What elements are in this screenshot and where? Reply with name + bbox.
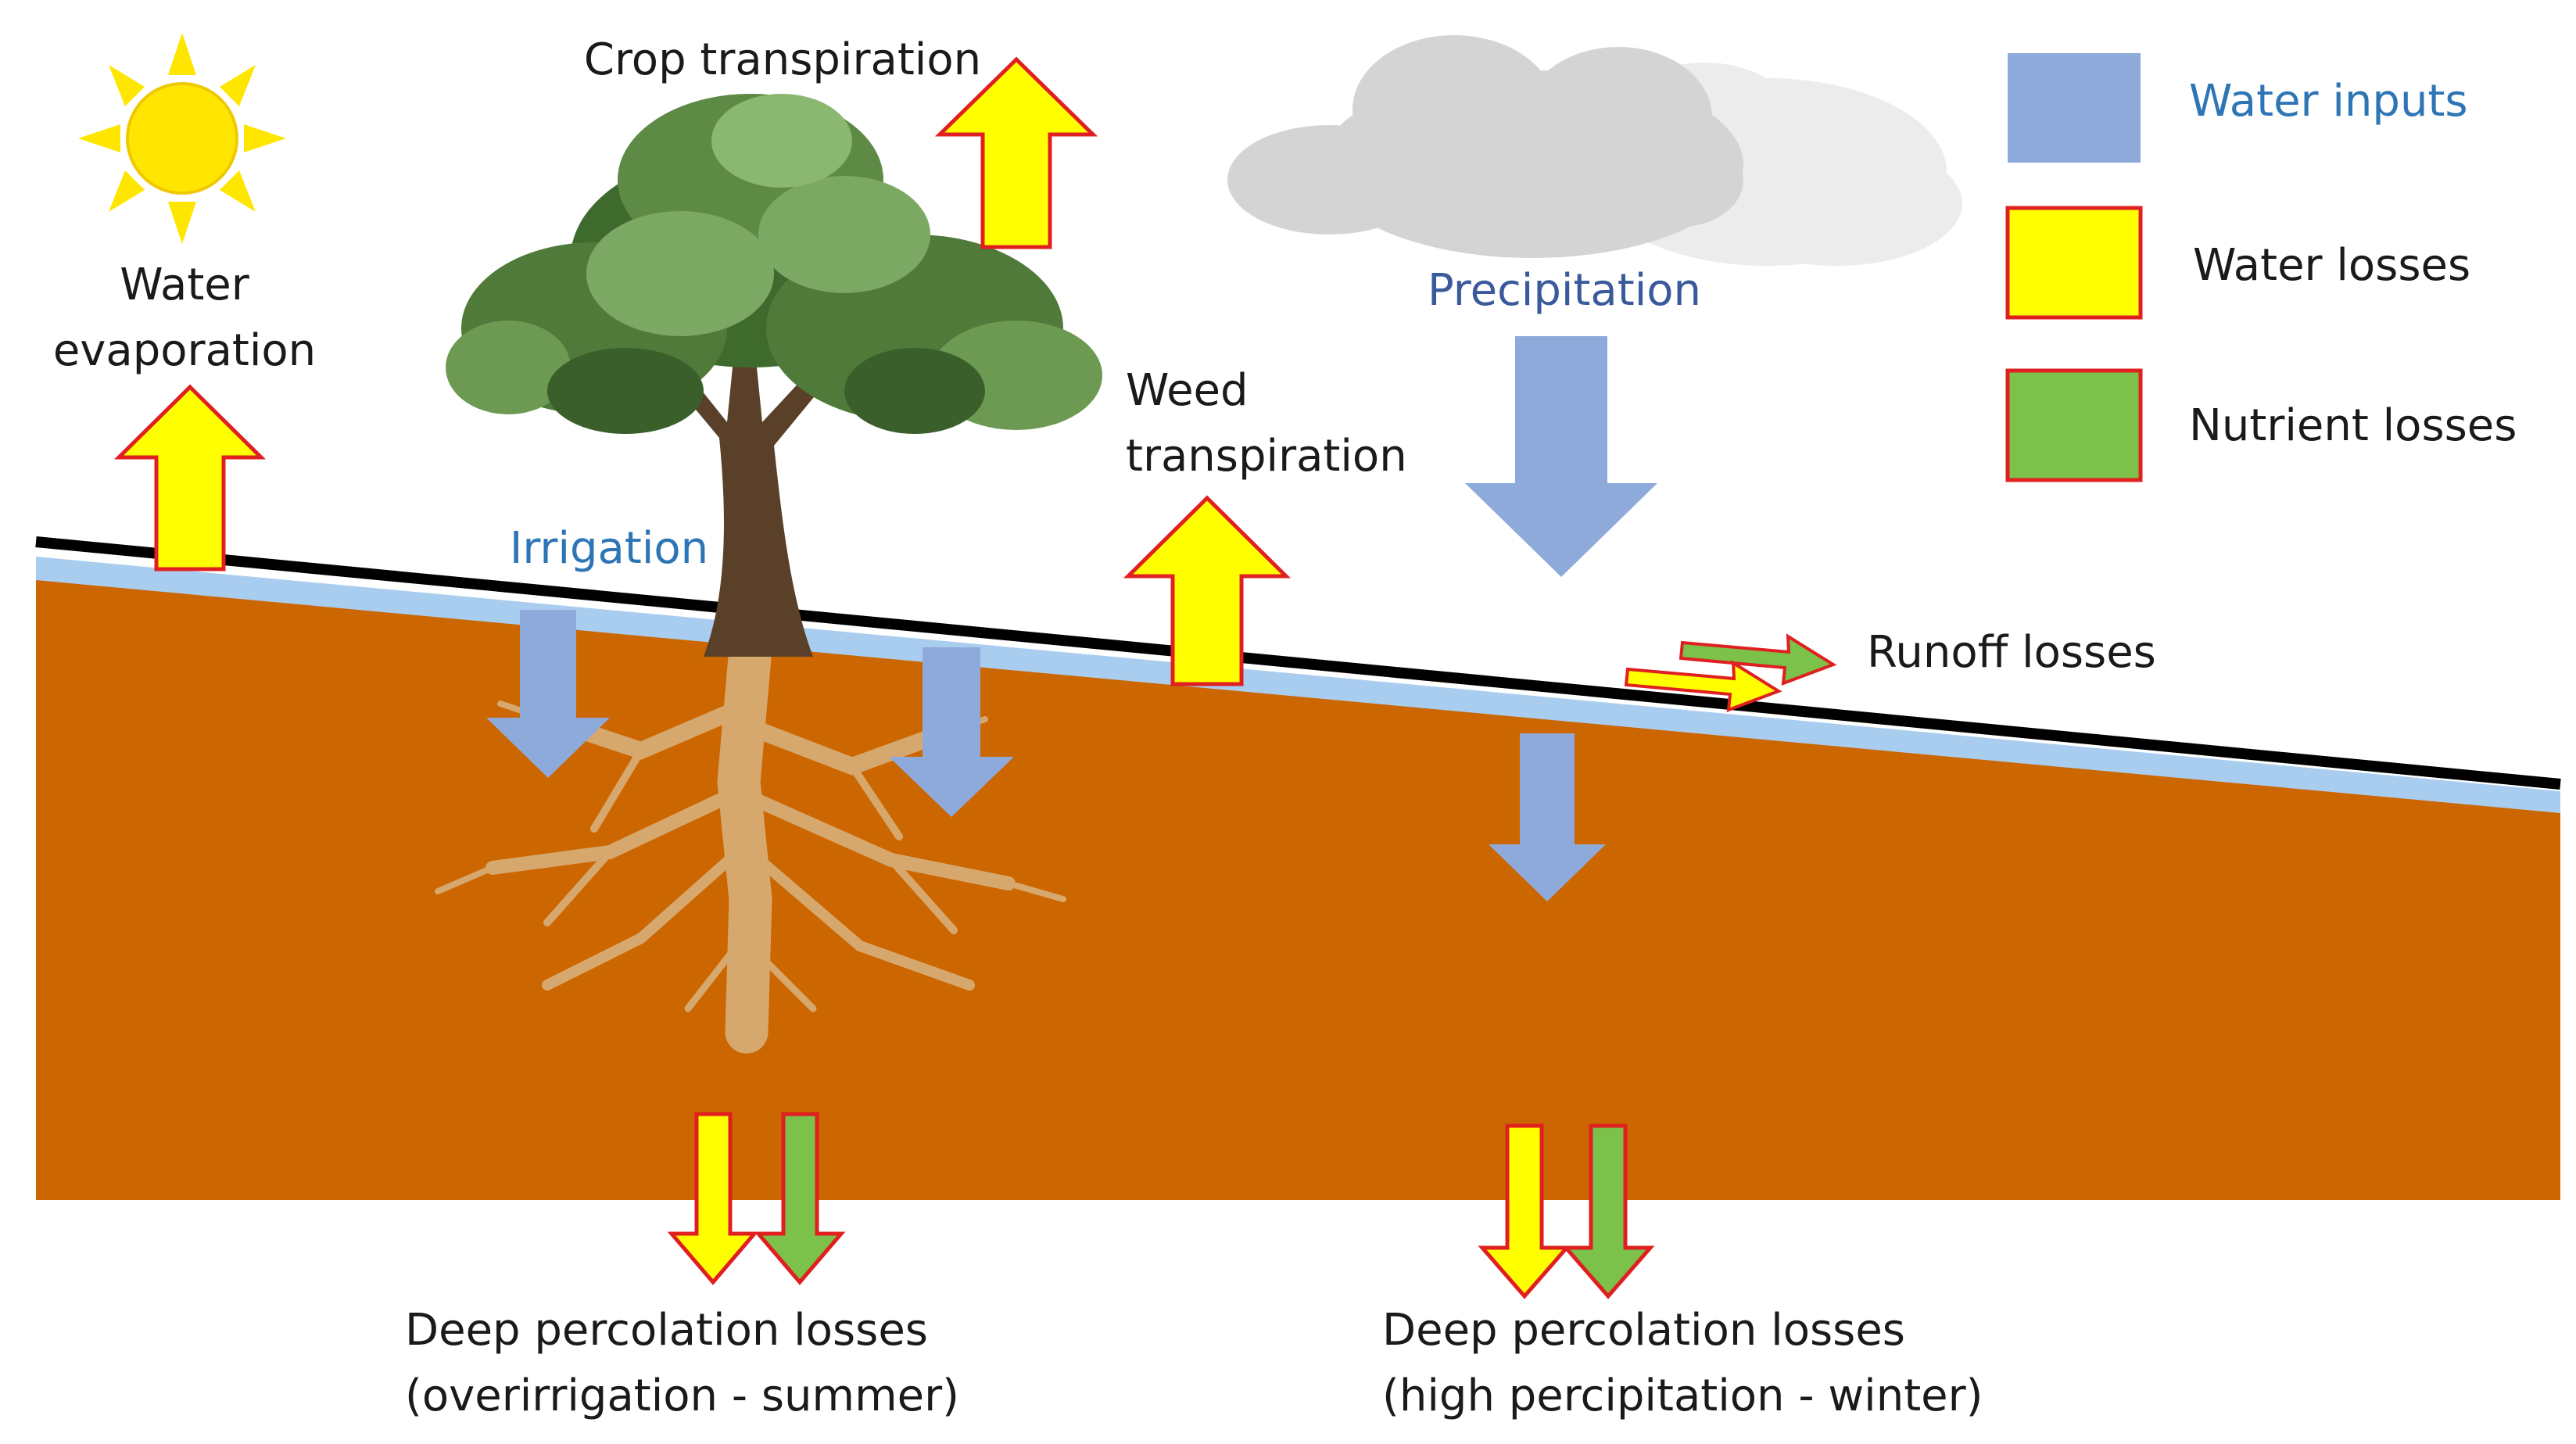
infiltration-arrow: [1489, 733, 1606, 901]
tree-foliage: [446, 94, 1102, 434]
soil: [36, 571, 2560, 1200]
label-evaporation-line2: evaporation: [53, 325, 316, 376]
label-deep-summer-line1: Deep percolation losses: [405, 1305, 928, 1356]
tree-trunk: [680, 344, 829, 657]
deep-summer-water-arrow: [667, 1112, 759, 1285]
label-precipitation: Precipitation: [1428, 265, 1701, 316]
weed-transpiration-arrow: [1123, 495, 1292, 686]
label-crop-transpiration: Crop transpiration: [584, 34, 981, 85]
runoff-water-arrow: [1624, 660, 1782, 713]
legend-label-water-losses: Water losses: [2193, 240, 2470, 291]
deep-winter-water-arrow: [1478, 1123, 1571, 1299]
label-deep-winter-line2: (high percipitation - winter): [1382, 1371, 1983, 1421]
surface-water-film: [36, 557, 2560, 813]
legend-swatch-water-inputs: [2008, 53, 2141, 163]
sun-icon: [78, 33, 286, 244]
crop-transpiration-arrow: [934, 56, 1098, 249]
label-deep-winter-line1: Deep percolation losses: [1382, 1305, 1905, 1356]
deep-winter-nutrient-arrow: [1561, 1123, 1655, 1299]
runoff-nutrient-arrow: [1679, 633, 1837, 686]
cloud-icon: [1227, 35, 1962, 266]
irrigation-arrow-left: [486, 610, 610, 778]
legend-label-nutrient-losses: Nutrient losses: [2189, 400, 2517, 451]
label-runoff: Runoff losses: [1867, 627, 2156, 678]
legend-label-water-inputs: Water inputs: [2189, 76, 2468, 127]
legend-swatch-water-losses: [2005, 206, 2143, 320]
evaporation-arrow: [113, 384, 267, 572]
label-weed-transpiration-line1: Weed: [1126, 365, 1249, 416]
ground-line: [35, 536, 2561, 790]
deep-summer-nutrient-arrow: [754, 1112, 846, 1285]
irrigation-arrow-right: [889, 647, 1014, 817]
label-deep-summer-line2: (overirrigation - summer): [405, 1371, 959, 1421]
tree-icon: [446, 94, 1102, 657]
label-irrigation: Irrigation: [510, 523, 708, 574]
precipitation-arrow: [1465, 336, 1657, 577]
label-weed-transpiration-line2: transpiration: [1126, 431, 1407, 482]
legend: Water inputs Water losses Nutrient losse…: [2005, 53, 2517, 482]
label-evaporation-line1: Water: [120, 260, 250, 310]
legend-swatch-nutrient-losses: [2005, 368, 2143, 482]
